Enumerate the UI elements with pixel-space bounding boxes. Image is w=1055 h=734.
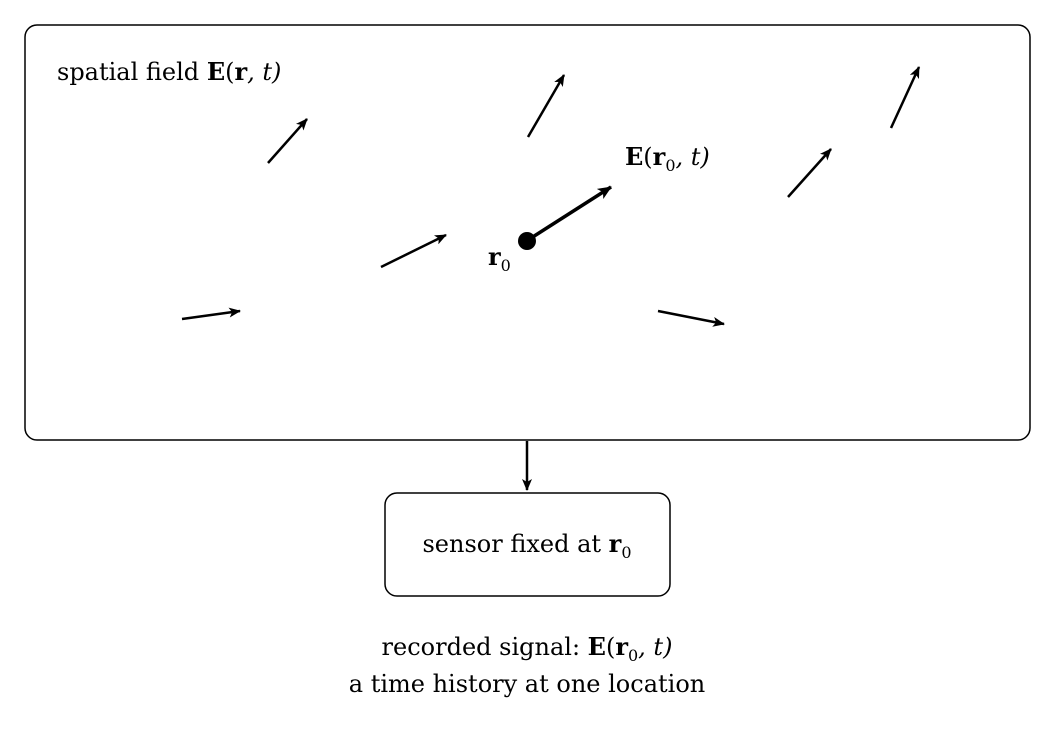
focus-vector-label: E(r0, t) [625, 142, 710, 175]
caption-line-1: recorded signal: E(r0, t) [382, 632, 673, 665]
field-vector [889, 66, 921, 129]
field-vector [380, 233, 447, 269]
point-label: r0 [488, 242, 511, 275]
field-title: spatial field E(r, t) [57, 57, 281, 86]
caption-line-2: a time history at one location [349, 670, 705, 698]
field-box [24, 24, 1031, 441]
field-vector [787, 148, 832, 198]
sensor-label: sensor fixed at r0 [422, 529, 631, 562]
field-vector [657, 309, 725, 327]
field-vector [526, 74, 566, 138]
sensor-point [518, 232, 536, 250]
sensor-box [384, 492, 671, 597]
field-vector [181, 307, 241, 321]
field-vectors [181, 66, 921, 327]
focus-vector [527, 185, 612, 242]
field-vector [267, 118, 308, 164]
